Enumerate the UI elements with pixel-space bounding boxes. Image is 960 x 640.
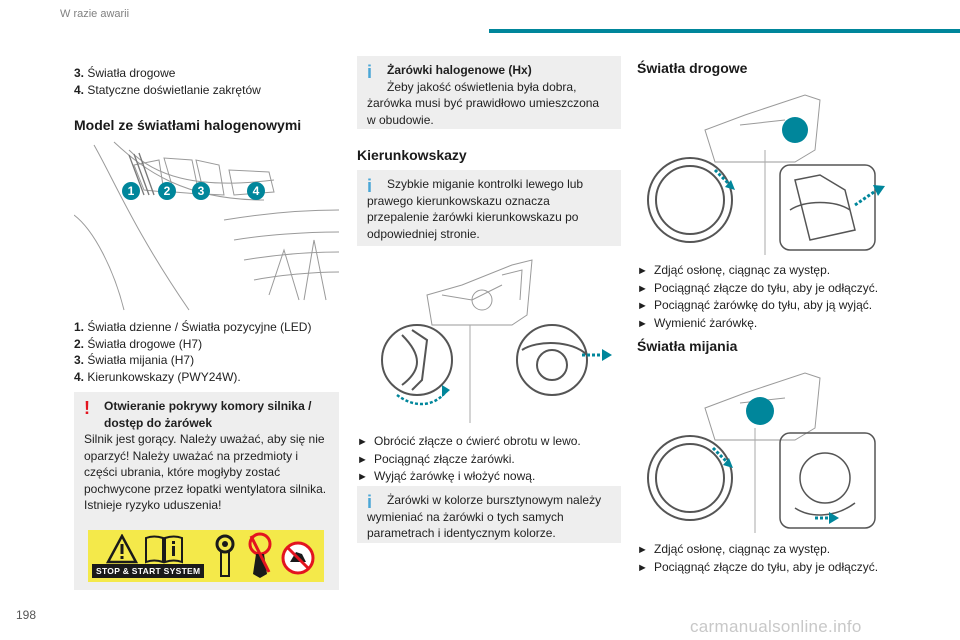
list-item: 4. Statyczne doświetlanie zakrętów — [74, 82, 261, 97]
stop-start-label: STOP & START SYSTEM — [92, 564, 205, 578]
exclamation-icon: ! — [84, 398, 90, 418]
step-item: Wyjąć żarówkę i włożyć nową. — [357, 468, 581, 486]
info-note-amber: i Żarówki w kolorze bursztynowym należy … — [357, 486, 621, 543]
list-item: 4. Kierunkowskazy (PWY24W). — [74, 369, 241, 384]
header-accent-bar — [489, 29, 960, 33]
step-item: Wymienić żarówkę. — [637, 315, 878, 333]
list-item: 1. Światła dzienne / Światła pozycyjne (… — [74, 320, 312, 334]
info-icon: i — [367, 492, 373, 512]
high-beam-steps: Zdjąć osłonę, ciągnąc za występ. Pociągn… — [637, 262, 878, 332]
info-icon: i — [367, 176, 373, 196]
list-item: 3. Światła mijania (H7) — [74, 353, 195, 367]
watermark: carmanualsonline.info — [690, 617, 862, 636]
warning-body: Silnik jest gorący. Należy uważać, aby s… — [84, 432, 327, 512]
manual-book-icon — [145, 535, 183, 564]
section-heading-indicators: Kierunkowskazy — [357, 147, 467, 163]
bulb-list: 1. Światła dzienne / Światła pozycyjne (… — [74, 319, 311, 385]
triangle-warning-icon — [106, 534, 138, 564]
callout-3: 3 — [197, 184, 205, 198]
section-heading-low-beam: Światła mijania — [637, 338, 738, 354]
low-beam-steps: Zdjąć osłonę, ciągnąc za występ. Pociągn… — [637, 541, 878, 576]
step-item: Zdjąć osłonę, ciągnąc za występ. — [637, 541, 878, 559]
info-note-halogen: i Żarówki halogenowe (Hx) Żeby jakość oś… — [357, 56, 621, 129]
callout-1: 1 — [127, 184, 135, 198]
list-item: 2. Światła drogowe (H7) — [74, 336, 203, 351]
low-beam-illustration — [647, 372, 876, 533]
no-tie-icon — [248, 532, 272, 578]
step-item: Obrócić złącze o ćwierć obrotu w lewo. — [357, 433, 581, 451]
headlight-front-illustration — [74, 141, 339, 311]
step-item: Pociągnąć złącze do tyłu, aby je odłączy… — [637, 280, 878, 298]
step-item: Pociągnąć żarówkę do tyłu, aby ją wyjąć. — [637, 297, 878, 315]
list-item: 3. Światła drogowe — [74, 66, 176, 80]
callout-4: 4 — [252, 184, 260, 198]
page-number: 198 — [16, 608, 37, 622]
section-heading-high-beam: Światła drogowe — [637, 60, 748, 76]
belt-hazard-icon — [215, 534, 235, 577]
section-header: W razie awarii — [60, 8, 130, 20]
info-icon: i — [367, 62, 373, 82]
step-item: Pociągnąć złącze do tyłu, aby je odłączy… — [637, 559, 878, 577]
callout-2: 2 — [163, 184, 171, 198]
high-beam-illustration — [647, 94, 885, 255]
info-note-blink: i Szybkie miganie kontrolki lewego lub p… — [357, 170, 621, 246]
step-item: Zdjąć osłonę, ciągnąc za występ. — [637, 262, 878, 280]
top-list: 3. Światła drogowe 4. Statyczne doświetl… — [74, 65, 261, 98]
indicator-bulb-illustration — [381, 259, 612, 423]
section-heading-halogen: Model ze światłami halogenowymi — [74, 117, 302, 133]
step-item: Pociągnąć złącze żarówki. — [357, 451, 581, 469]
indicator-steps: Obrócić złącze o ćwierć obrotu w lewo. P… — [357, 433, 581, 486]
warning-pictogram-panel: STOP & START SYSTEM — [88, 530, 324, 582]
no-hand-fan-icon — [281, 541, 315, 575]
